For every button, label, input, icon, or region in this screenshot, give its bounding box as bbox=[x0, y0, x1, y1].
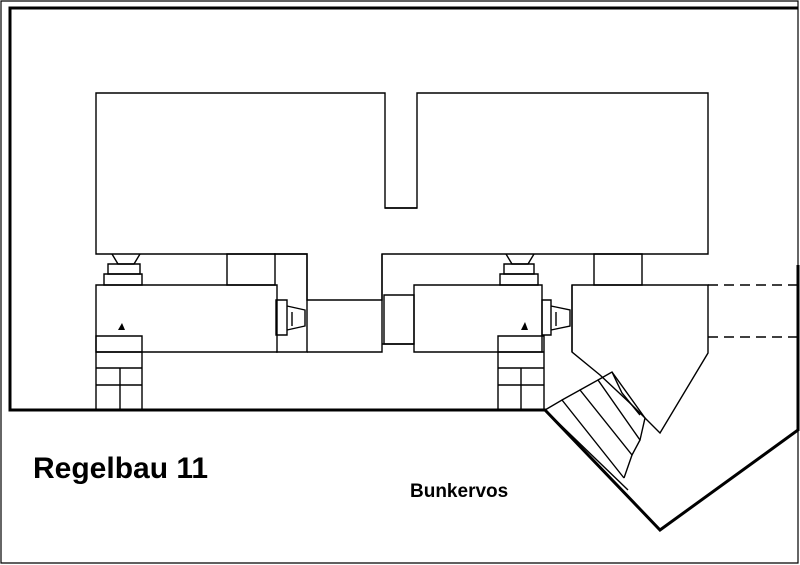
left-gun-room bbox=[96, 285, 277, 352]
right-room-marker bbox=[521, 322, 528, 330]
right-vent-base bbox=[504, 264, 534, 274]
left-vent bbox=[112, 254, 140, 264]
right-corridor-room bbox=[384, 295, 414, 344]
left-gun-embrasure bbox=[276, 300, 287, 335]
stepped-entrance bbox=[545, 372, 645, 490]
right-gun-port bbox=[551, 306, 570, 330]
left-tower bbox=[96, 336, 142, 410]
left-gun-port bbox=[287, 306, 305, 330]
left-compartment bbox=[227, 254, 275, 285]
right-compartment bbox=[594, 254, 642, 285]
right-vent bbox=[506, 254, 534, 264]
entrance-room bbox=[572, 285, 708, 433]
right-vent-foot bbox=[500, 274, 538, 285]
diagram-credit: Bunkervos bbox=[410, 481, 509, 502]
corridor-left-wall bbox=[274, 254, 307, 352]
left-vent-base bbox=[108, 264, 140, 274]
right-gun-embrasure bbox=[542, 300, 551, 335]
shelter-rooms-outline bbox=[96, 93, 708, 300]
left-vent-foot bbox=[104, 274, 142, 285]
left-room-marker bbox=[118, 323, 125, 330]
corridor-right-wall bbox=[307, 254, 382, 352]
diagram-title: Regelbau 11 bbox=[33, 452, 209, 485]
right-gun-room bbox=[414, 285, 542, 352]
